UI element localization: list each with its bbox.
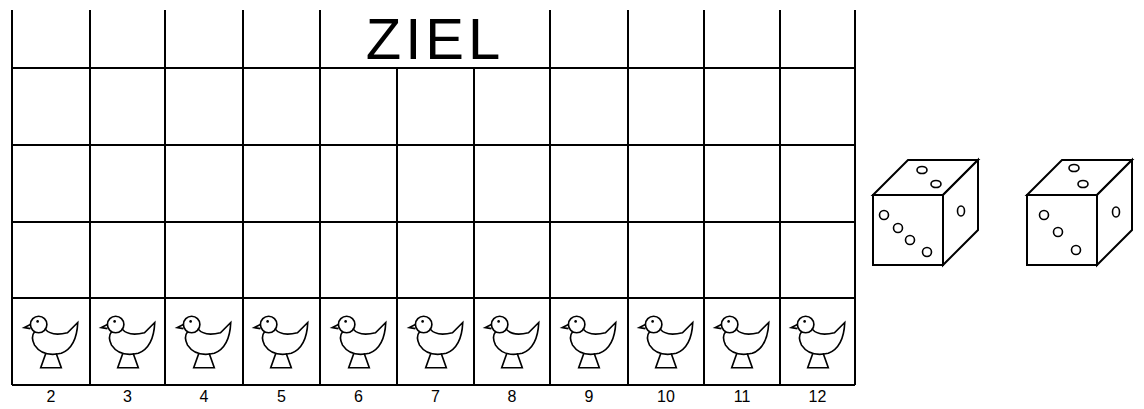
goal-title: ZIEL	[366, 10, 505, 68]
die	[873, 160, 978, 265]
die	[1027, 160, 1132, 265]
duck-pieces	[24, 316, 844, 367]
column-number: 8	[508, 389, 517, 405]
column-number: 12	[809, 389, 827, 405]
board-grid	[12, 10, 855, 385]
column-number: 9	[585, 389, 594, 405]
column-number: 7	[431, 389, 440, 405]
column-number: 2	[47, 389, 56, 405]
column-number: 6	[354, 389, 363, 405]
column-number: 10	[657, 389, 675, 405]
column-number: 4	[200, 389, 209, 405]
column-number: 5	[277, 389, 286, 405]
column-number: 3	[123, 389, 132, 405]
column-number: 11	[734, 389, 751, 405]
